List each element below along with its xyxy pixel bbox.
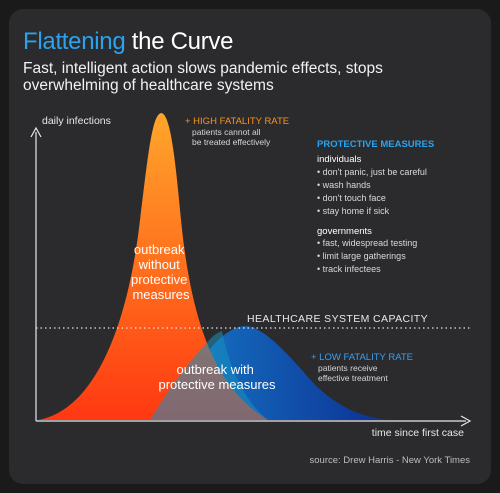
governments-heading: governments — [317, 226, 372, 237]
individuals-heading: individuals — [317, 154, 362, 165]
governments-list-item: • fast, widespread testing — [317, 238, 417, 248]
low-curve-label: outbreak with protective measures — [158, 362, 276, 392]
high-fatality-note: patients cannot all be treated effective… — [192, 127, 271, 147]
high-curve-label-line: without — [138, 257, 181, 272]
governments-list-item: • limit large gatherings — [317, 251, 406, 261]
page-subtitle: Fast, intelligent action slows pandemic … — [23, 60, 383, 94]
title-rest: the Curve — [131, 28, 234, 55]
individuals-list-item: • stay home if sick — [317, 206, 390, 216]
high-curve-label-line: outbreak — [134, 242, 185, 257]
capacity-label: HEALTHCARE SYSTEM CAPACITY — [247, 313, 428, 325]
x-axis-arrowhead — [460, 415, 472, 427]
low-curve-label-line: outbreak with — [177, 362, 254, 377]
individuals-list: • don't panic, just be careful • wash ha… — [317, 167, 429, 216]
high-curve-label-line: measures — [132, 287, 190, 302]
low-fatality-note: patients receive effective treatment — [318, 363, 388, 383]
individuals-list-item: • don't panic, just be careful — [317, 167, 427, 177]
curve-overlap — [150, 331, 268, 420]
protective-measures-heading: PROTECTIVE MEASURES — [317, 139, 434, 150]
low-fatality-note-line: effective treatment — [318, 373, 388, 383]
high-curve-label-line: protective — [131, 272, 187, 287]
high-curve-label: outbreak without protective measures — [131, 242, 191, 302]
governments-list: • fast, widespread testing • limit large… — [317, 238, 420, 274]
individuals-list-item: • wash hands — [317, 180, 371, 190]
individuals-list-item: • don't touch face — [317, 193, 386, 203]
x-axis-label: time since first case — [372, 427, 464, 439]
low-fatality-title: + LOW FATALITY RATE — [311, 352, 413, 363]
y-axis-arrowhead — [30, 126, 42, 138]
page-title: Flattening the Curve — [23, 28, 233, 56]
high-fatality-note-line: patients cannot all — [192, 127, 261, 137]
low-fatality-note-line: patients receive — [318, 363, 378, 373]
high-fatality-title: + HIGH FATALITY RATE — [185, 116, 289, 127]
title-accent: Flattening — [23, 28, 126, 55]
y-axis-label: daily infections — [42, 115, 111, 127]
high-fatality-note-line: be treated effectively — [192, 137, 271, 147]
governments-list-item: • track infectees — [317, 264, 381, 274]
source-credit: source: Drew Harris - New York Times — [310, 455, 471, 466]
low-curve-label-line: protective measures — [158, 377, 276, 392]
curve-without-protective-measures — [38, 113, 268, 420]
